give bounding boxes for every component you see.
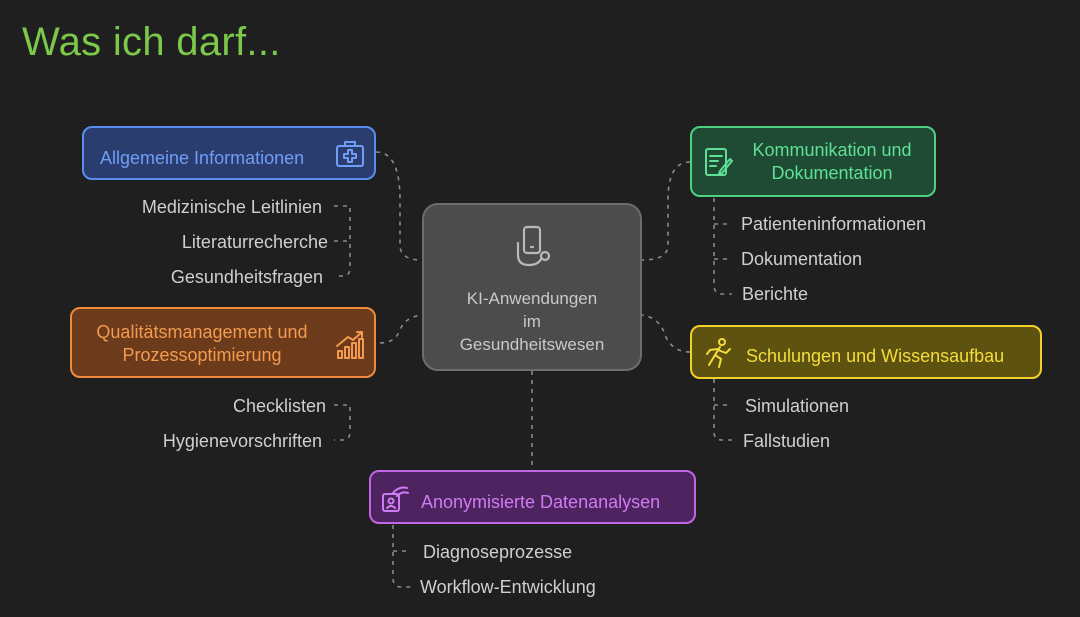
list-item: Medizinische Leitlinien: [141, 197, 322, 217]
stethoscope-phone-icon: [516, 225, 551, 267]
list-item: Hygienevorschriften: [162, 431, 322, 451]
running-person-icon: [706, 338, 731, 368]
branch-allgemeine-informationen: Allgemeine Informationen: [82, 126, 376, 180]
branch-label: Allgemeine Informationen: [100, 148, 305, 168]
branch-label-line-2: Dokumentation: [771, 163, 893, 183]
central-node-line-3: Gesundheitswesen: [459, 335, 605, 354]
branch-label: Schulungen und Wissensaufbau: [746, 346, 1005, 366]
branch-kommunikation-dokumentation: Kommunikation und Dokumentation: [690, 126, 936, 197]
branch-label-line-1: Kommunikation und: [752, 140, 912, 160]
list-item: Literaturrecherche: [181, 232, 328, 252]
medical-kit-icon: [336, 141, 364, 167]
branch-label-line-2: Prozessoptimierung: [122, 345, 282, 365]
growth-chart-icon: [336, 331, 364, 359]
page-title: Was ich darf...: [22, 20, 281, 64]
central-node-line-1: KI-Anwendungen: [466, 289, 598, 308]
branch-label-line-1: Qualitätsmanagement und: [96, 322, 308, 342]
branch-label: Anonymisierte Datenanalysen: [421, 492, 661, 512]
list-item: Checklisten: [232, 396, 326, 416]
list-item: Patienteninformationen: [741, 214, 927, 234]
branch-datenanalysen: Anonymisierte Datenanalysen: [369, 470, 696, 524]
list-item: Gesundheitsfragen: [170, 267, 323, 287]
document-report-icon: [705, 148, 733, 176]
central-node: KI-Anwendungen im Gesundheitswesen: [422, 203, 642, 371]
branch-qualitaetsmanagement: Qualitätsmanagement und Prozessoptimieru…: [70, 307, 376, 378]
list-item: Berichte: [742, 284, 809, 304]
list-item: Dokumentation: [741, 249, 863, 269]
list-item: Workflow-Entwicklung: [420, 577, 596, 597]
central-node-line-2: im: [523, 312, 541, 331]
branch-schulungen: Schulungen und Wissensaufbau: [690, 325, 1042, 379]
list-item: Simulationen: [745, 396, 850, 416]
list-item: Diagnoseprozesse: [423, 542, 573, 562]
data-analysis-icon: [382, 486, 409, 512]
list-item: Fallstudien: [743, 431, 831, 451]
